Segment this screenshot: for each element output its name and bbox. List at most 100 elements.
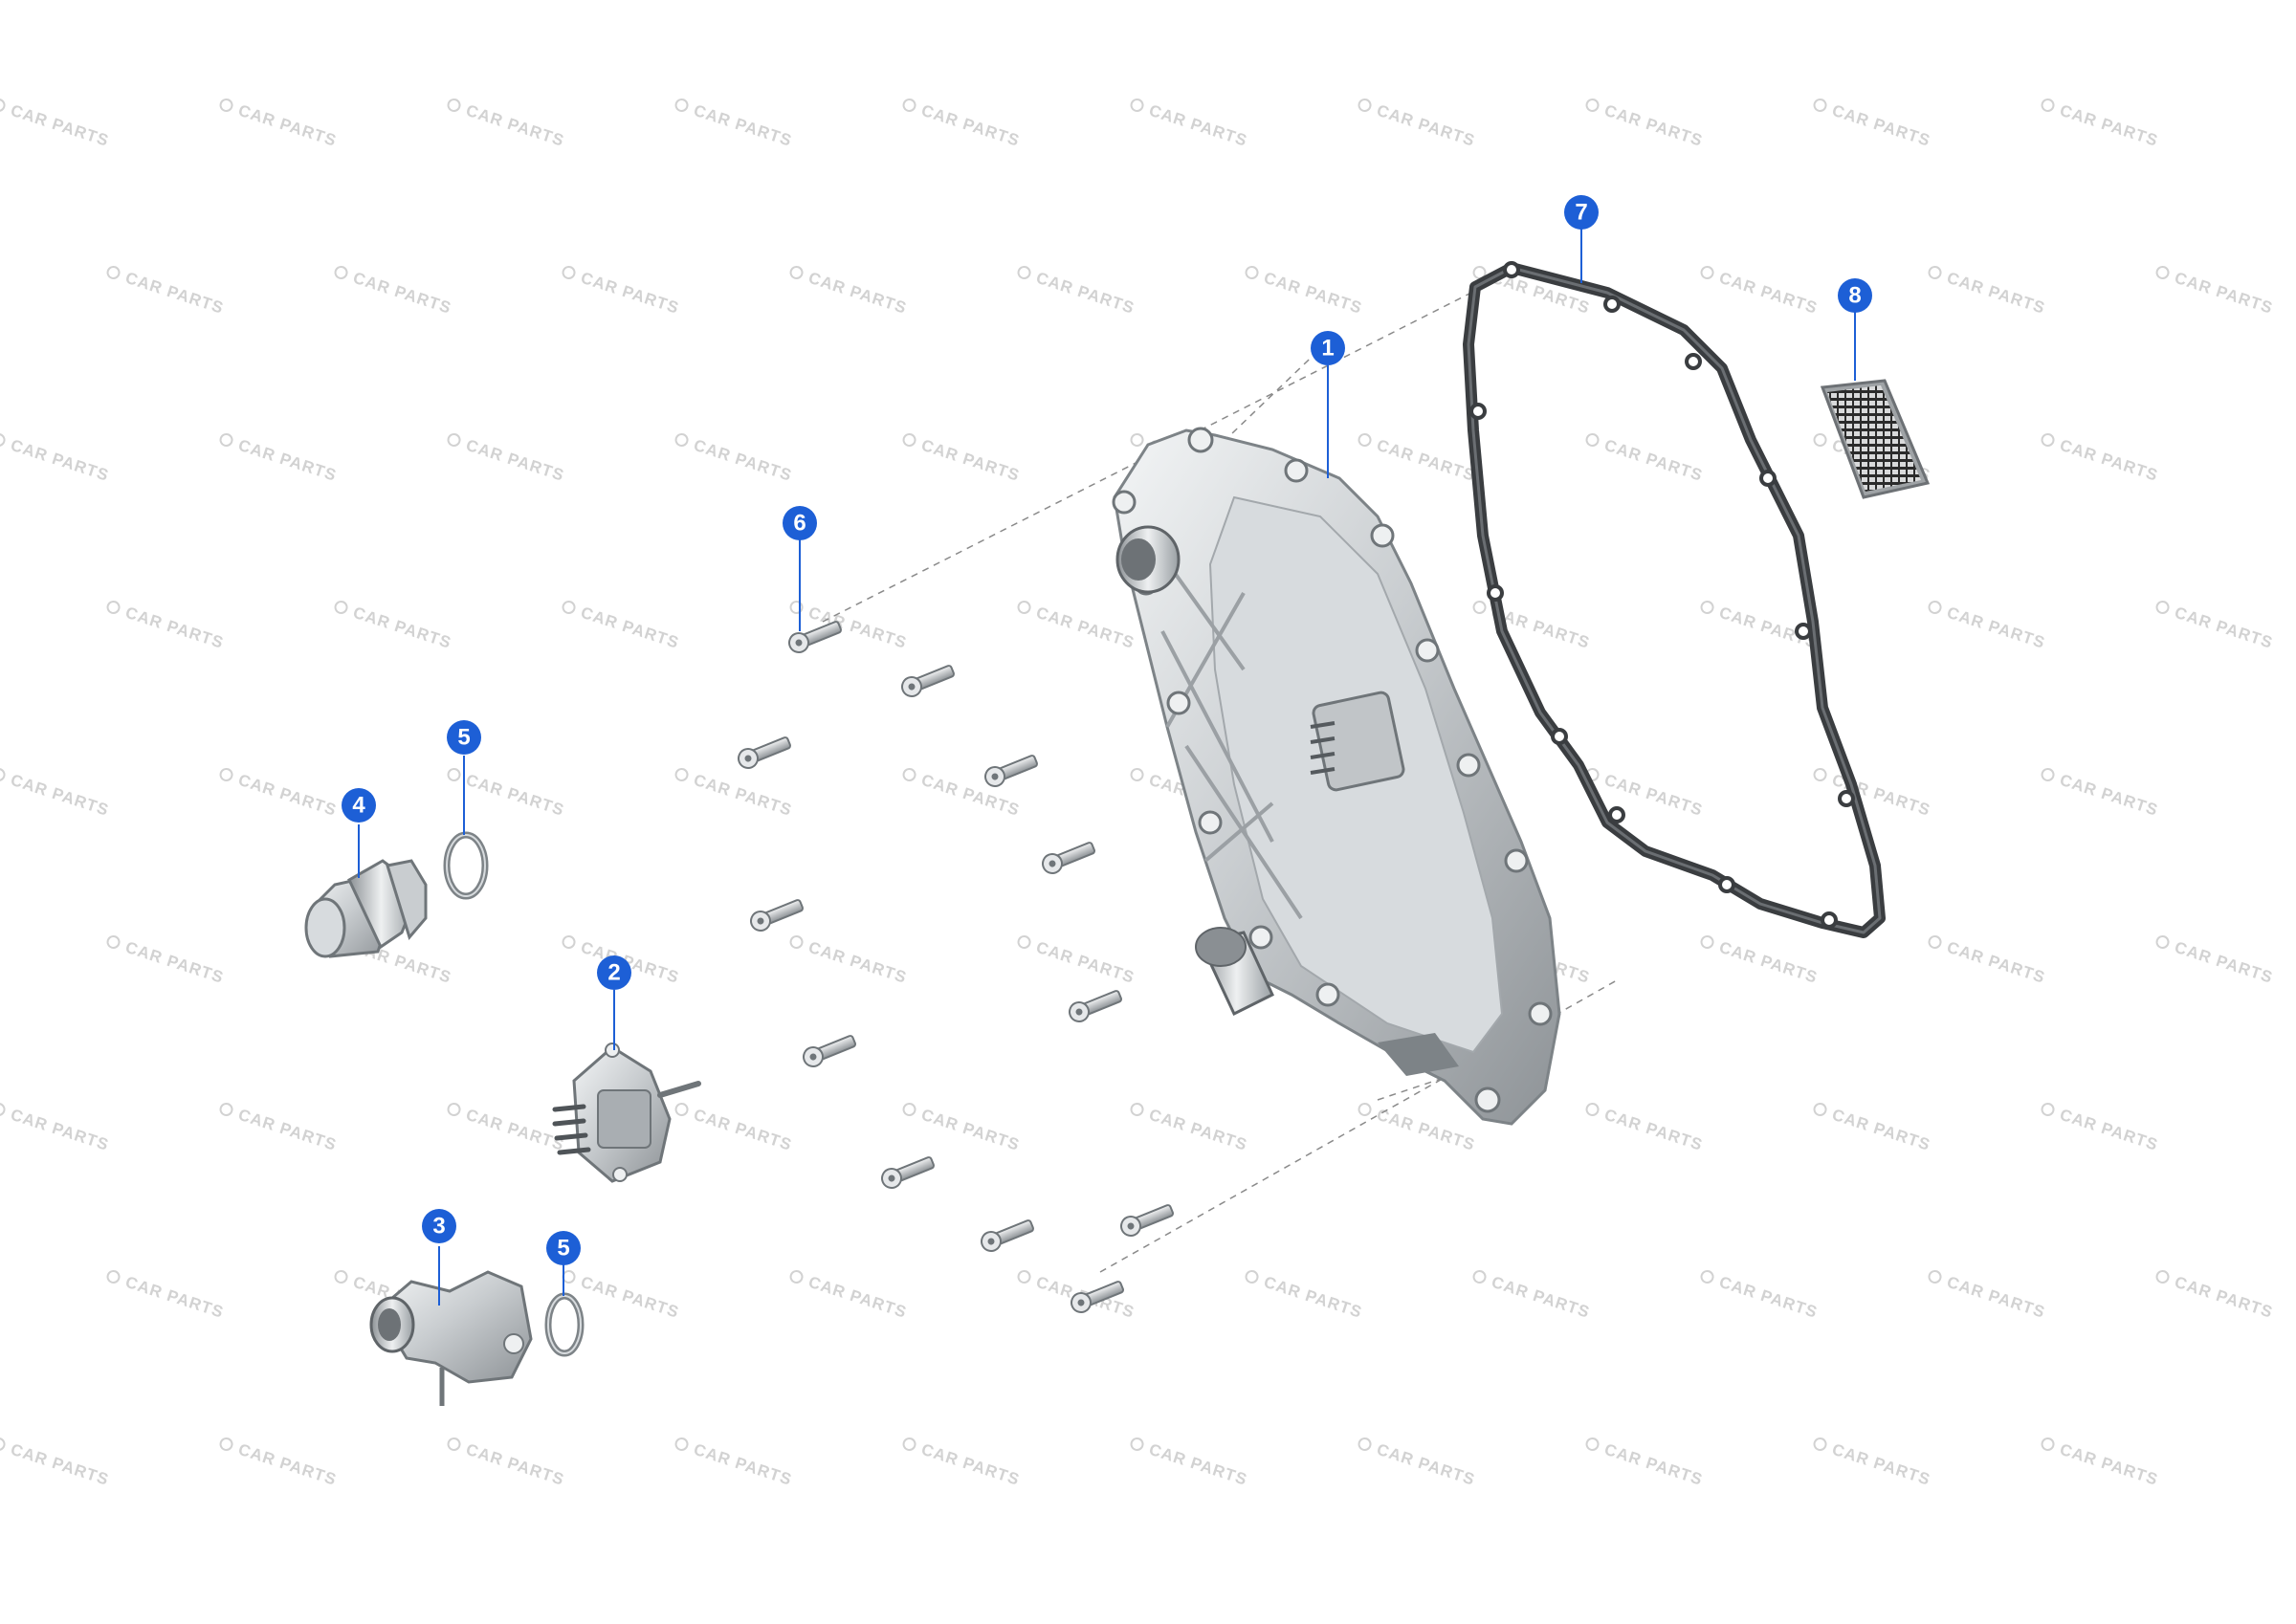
watermark-tile: CAR PARTS xyxy=(1928,265,2048,318)
watermark-tile: CAR PARTS xyxy=(334,265,453,318)
watermark-tile: CAR PARTS xyxy=(789,265,909,318)
watermark-text: CAR PARTS xyxy=(1945,604,2048,652)
watermark-logo-icon xyxy=(106,600,121,614)
watermark-logo-icon xyxy=(2041,1102,2055,1116)
watermark-text: CAR PARTS xyxy=(919,1106,1023,1154)
watermark-text: CAR PARTS xyxy=(1830,101,1933,150)
watermark-text: CAR PARTS xyxy=(236,1106,340,1154)
callout-1-label: 1 xyxy=(1321,336,1334,362)
watermark-logo-icon xyxy=(902,1102,916,1116)
watermark-logo-icon xyxy=(106,934,121,949)
watermark-logo-icon xyxy=(219,767,233,781)
callout-3: 3 xyxy=(422,1209,456,1243)
watermark-logo-icon xyxy=(674,1102,689,1116)
watermark-logo-icon xyxy=(1130,767,1144,781)
watermark-logo-icon xyxy=(1585,1437,1600,1451)
watermark-tile: CAR PARTS xyxy=(0,432,111,485)
watermark-text: CAR PARTS xyxy=(2058,1106,2161,1154)
watermark-text: CAR PARTS xyxy=(692,101,795,150)
watermark-logo-icon xyxy=(789,600,804,614)
watermark-logo-icon xyxy=(674,767,689,781)
watermark-logo-icon xyxy=(1928,265,1942,279)
watermark-text: CAR PARTS xyxy=(1034,269,1137,318)
watermark-logo-icon xyxy=(0,1102,6,1116)
watermark-tile: CAR PARTS xyxy=(0,98,112,150)
watermark-tile: CAR PARTS xyxy=(0,1437,111,1489)
watermark-text: CAR PARTS xyxy=(2058,1440,2161,1489)
watermark-text: CAR PARTS xyxy=(464,101,567,150)
watermark-text: CAR PARTS xyxy=(1262,1273,1365,1322)
watermark-text: CAR PARTS xyxy=(1490,1273,1593,1322)
watermark-text: CAR PARTS xyxy=(1602,1106,1706,1154)
watermark-text: CAR PARTS xyxy=(464,1440,567,1489)
watermark-text: CAR PARTS xyxy=(806,1273,910,1322)
seal-ring-lower-part xyxy=(544,1292,585,1357)
watermark-logo-icon xyxy=(902,432,916,447)
watermark-tile: CAR PARTS xyxy=(106,1269,226,1322)
watermark-text: CAR PARTS xyxy=(692,1106,795,1154)
watermark-logo-icon xyxy=(106,265,121,279)
elbow-fitting-part xyxy=(369,1270,533,1406)
bolt xyxy=(981,1219,1034,1252)
callout-2: 2 xyxy=(597,955,631,990)
watermark-logo-icon xyxy=(1358,432,1372,447)
watermark-tile: CAR PARTS xyxy=(789,934,909,987)
watermark-text: CAR PARTS xyxy=(692,436,795,485)
watermark-logo-icon xyxy=(1700,600,1714,614)
watermark-logo-icon xyxy=(1585,1102,1600,1116)
watermark-logo-icon xyxy=(2155,265,2170,279)
bolt-group xyxy=(738,621,1174,1313)
watermark-text: CAR PARTS xyxy=(1147,1106,1250,1154)
watermark-tile: CAR PARTS xyxy=(219,98,339,150)
watermark-logo-icon xyxy=(1813,767,1827,781)
watermark-tile: CAR PARTS xyxy=(1928,1269,2047,1322)
watermark-tile: CAR PARTS xyxy=(106,600,227,652)
watermark-text: CAR PARTS xyxy=(2058,436,2161,485)
watermark-logo-icon xyxy=(2041,432,2055,447)
watermark-tile: CAR PARTS xyxy=(674,1437,794,1489)
watermark-tile: CAR PARTS xyxy=(674,767,794,820)
watermark-tile: CAR PARTS xyxy=(1017,934,1137,987)
watermark-logo-icon xyxy=(0,432,6,447)
watermark-tile: CAR PARTS xyxy=(219,767,339,820)
watermark-tile: CAR PARTS xyxy=(1358,1102,1477,1154)
callout-1: 1 xyxy=(1311,331,1345,365)
watermark-tile: CAR PARTS xyxy=(219,1437,339,1489)
watermark-tile: CAR PARTS xyxy=(674,98,795,150)
watermark-text: CAR PARTS xyxy=(464,1106,567,1154)
bolt xyxy=(1069,990,1122,1022)
bolt xyxy=(1071,1281,1124,1313)
watermark-text: CAR PARTS xyxy=(1830,1440,1933,1489)
watermark-logo-icon xyxy=(1700,1269,1714,1284)
watermark-logo-icon xyxy=(1813,432,1827,447)
watermark-tile: CAR PARTS xyxy=(1130,98,1249,150)
callout-6: 6 xyxy=(783,506,817,540)
watermark-text: CAR PARTS xyxy=(464,771,567,820)
watermark-tile: CAR PARTS xyxy=(1017,265,1137,318)
watermark-logo-icon xyxy=(1017,600,1031,614)
watermark-text: CAR PARTS xyxy=(9,101,112,150)
callout-8-label: 8 xyxy=(1848,283,1861,309)
watermark-tile: CAR PARTS xyxy=(106,934,226,987)
watermark-logo-icon xyxy=(1813,1102,1827,1116)
watermark-logo-icon xyxy=(1130,1102,1144,1116)
watermark-text: CAR PARTS xyxy=(1375,1440,1478,1489)
callout-7: 7 xyxy=(1564,195,1599,230)
watermark-logo-icon xyxy=(219,432,233,447)
watermark-text: CAR PARTS xyxy=(1262,269,1365,318)
watermark-logo-icon xyxy=(674,1437,689,1451)
watermark-logo-icon xyxy=(789,934,804,949)
watermark-logo-icon xyxy=(1358,1437,1372,1451)
watermark-logo-icon xyxy=(1585,432,1600,447)
watermark-tile: CAR PARTS xyxy=(1472,1269,1593,1322)
watermark-tile: CAR PARTS xyxy=(1358,98,1478,150)
watermark-text: CAR PARTS xyxy=(2058,101,2161,150)
watermark-text: CAR PARTS xyxy=(123,604,227,652)
watermark-text: CAR PARTS xyxy=(919,101,1023,150)
watermark-logo-icon xyxy=(562,600,576,614)
watermark-text: CAR PARTS xyxy=(1375,101,1478,150)
watermark-logo-icon xyxy=(334,600,348,614)
watermark-logo-icon xyxy=(2041,98,2055,112)
watermark-text: CAR PARTS xyxy=(1945,269,2048,318)
watermark-text: CAR PARTS xyxy=(9,1106,112,1154)
